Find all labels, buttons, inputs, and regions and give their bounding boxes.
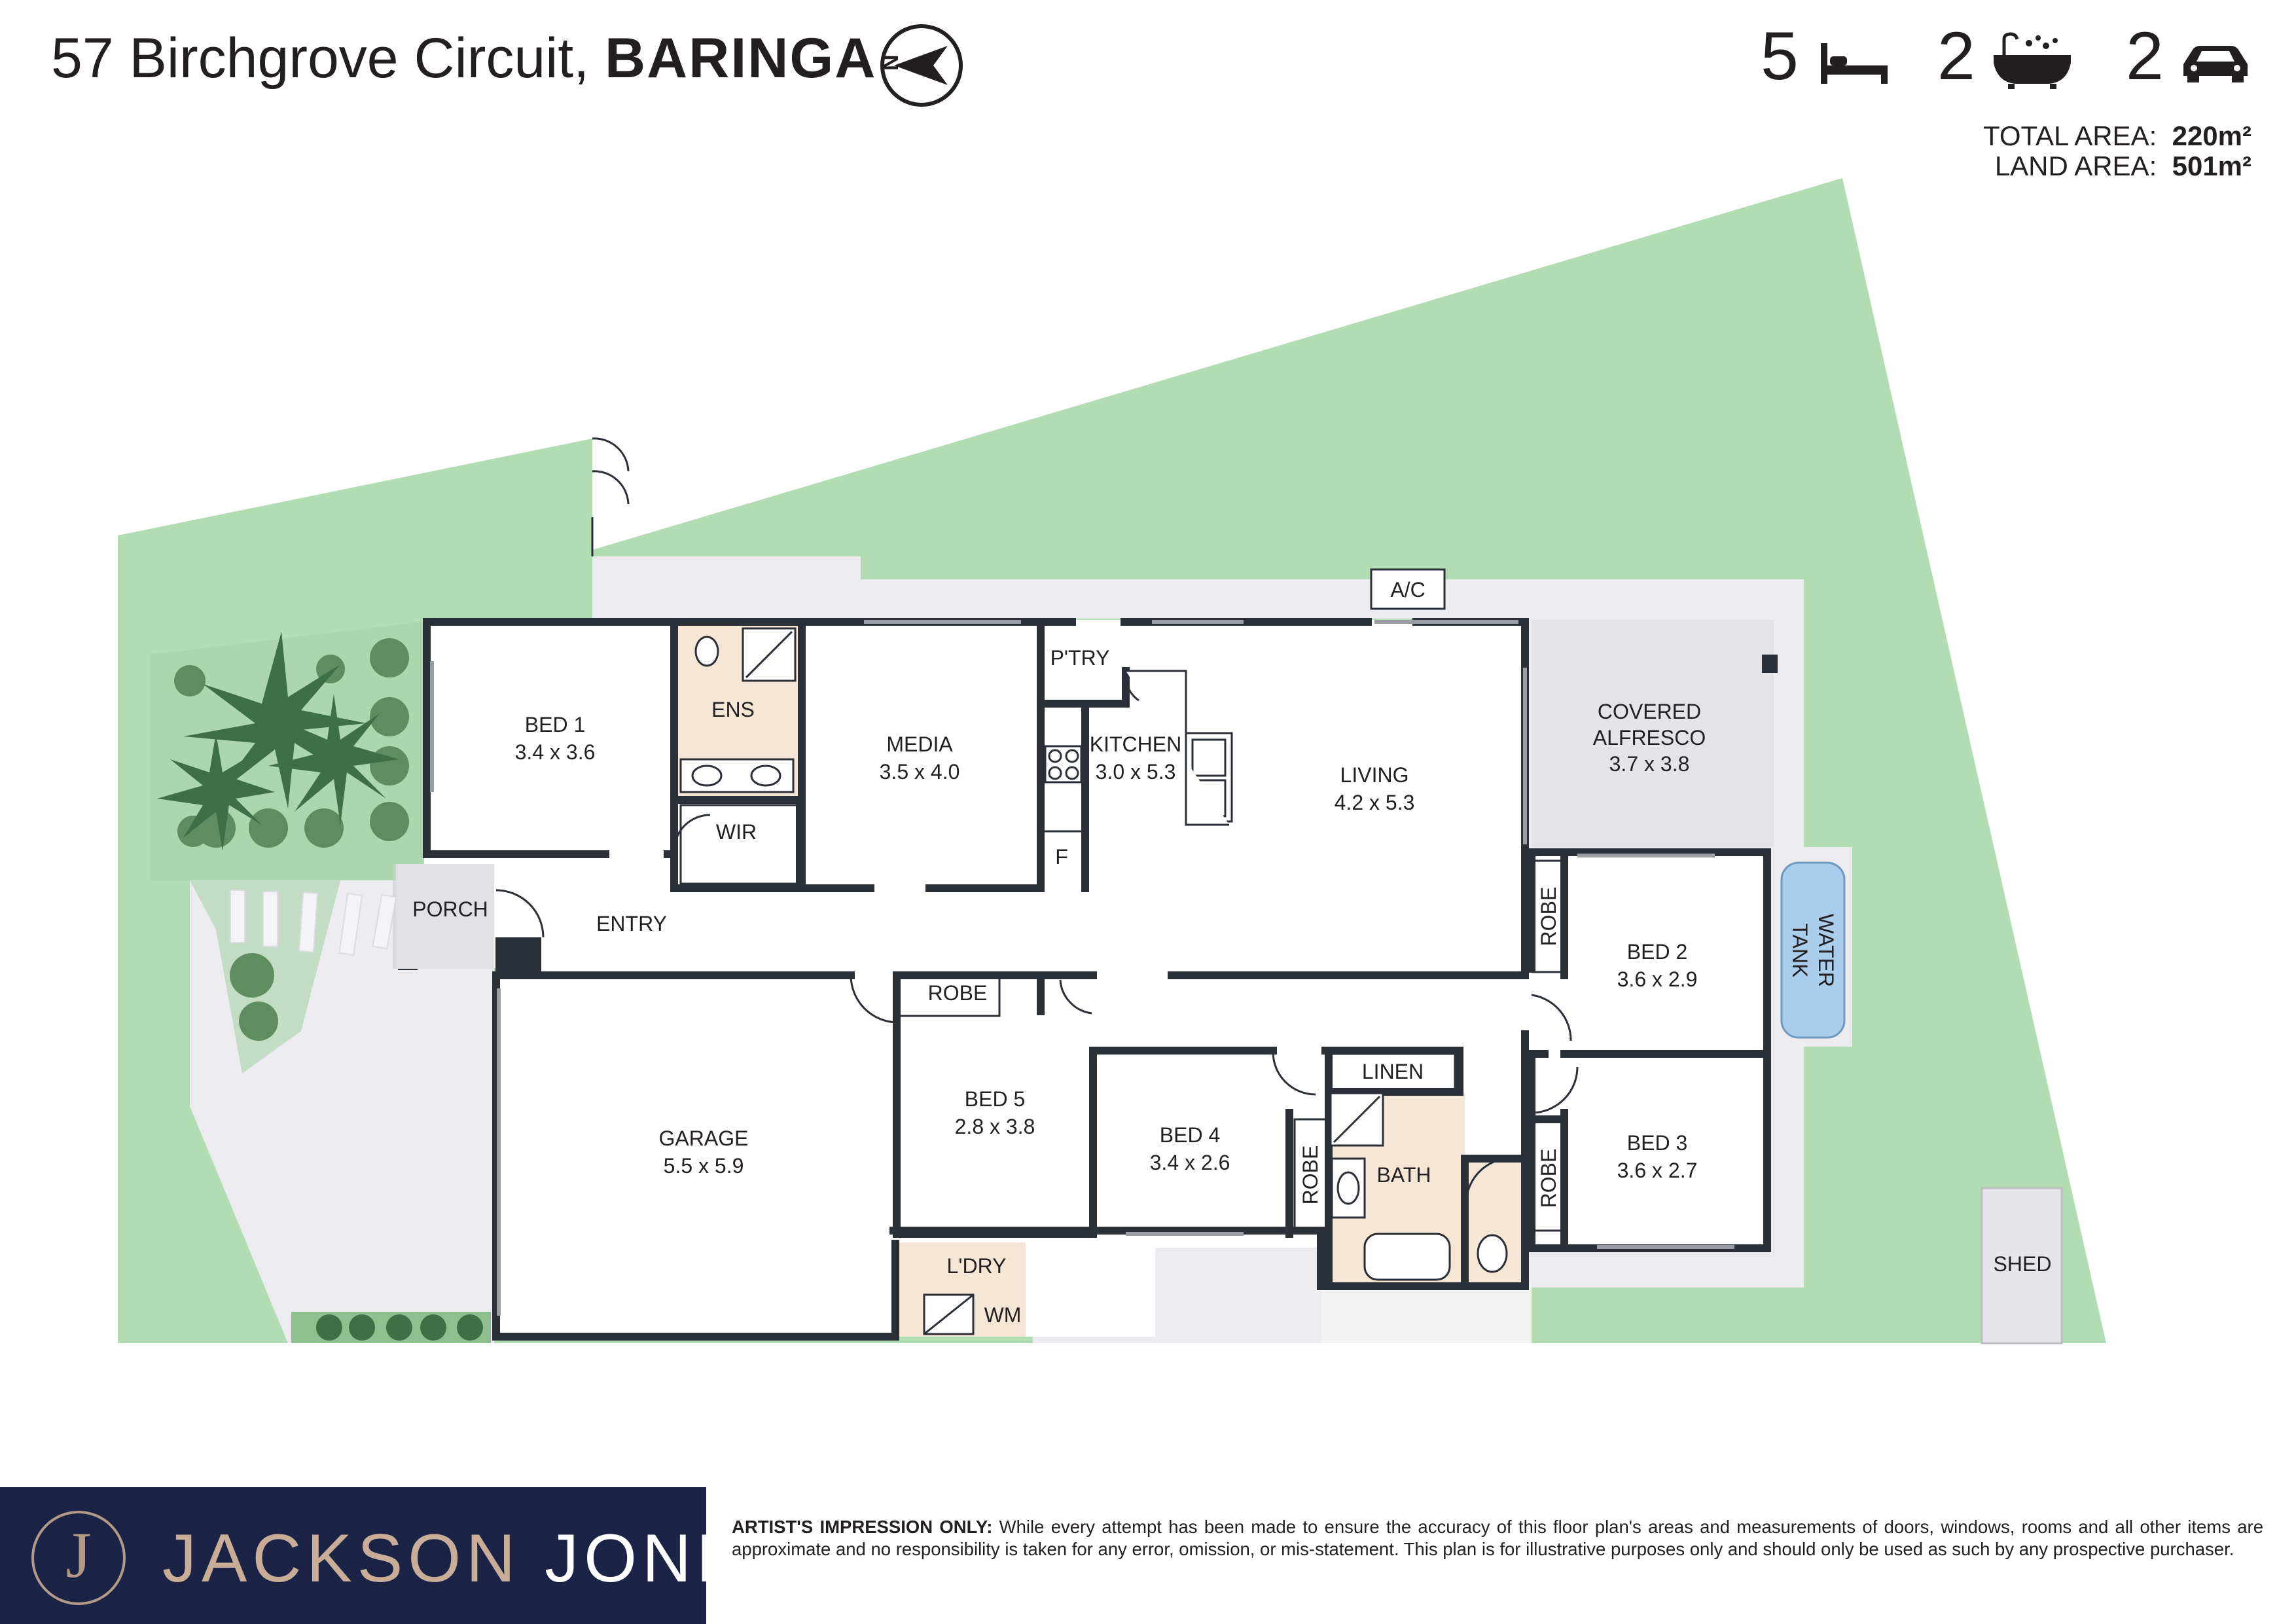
ensuite-fixtures <box>679 627 797 793</box>
disclaimer: ARTIST'S IMPRESSION ONLY: While every at… <box>732 1516 2263 1561</box>
water-tank-label-2: TANK <box>1788 924 1812 978</box>
bathroom-count: 2 <box>1937 18 1975 94</box>
svg-text:N: N <box>878 54 903 71</box>
bath-paving <box>1321 1283 1532 1343</box>
bed5-name: BED 5 <box>965 1087 1025 1111</box>
stepping-pavers <box>230 890 397 956</box>
bed4-robe-label: ROBE <box>1299 1146 1322 1205</box>
wir-label: WIR <box>716 820 757 844</box>
bed3-name: BED 3 <box>1627 1131 1687 1155</box>
disclaimer-body: While every attempt has been made to ens… <box>732 1517 2263 1559</box>
brand-name: JACKSON JONES <box>162 1520 798 1598</box>
alfresco-post <box>1762 655 1778 673</box>
brand-name-second: JONES <box>545 1521 798 1597</box>
media-name: MEDIA <box>886 732 953 756</box>
bed-icon <box>1818 41 1890 90</box>
windows <box>430 620 1734 1316</box>
shed-label: SHED <box>1994 1252 2052 1276</box>
living-size: 4.2 x 5.3 <box>1335 791 1415 814</box>
kitchen-fixtures <box>1044 670 1233 833</box>
alfresco-name-2: ALFRESCO <box>1593 726 1706 749</box>
porch-label: PORCH <box>412 897 488 921</box>
kitchen-size: 3.0 x 5.3 <box>1096 760 1176 784</box>
ac-unit <box>1370 568 1446 610</box>
bed1-name: BED 1 <box>525 713 585 736</box>
bed3-size: 3.6 x 2.7 <box>1617 1159 1698 1182</box>
garage-size: 5.5 x 5.9 <box>664 1154 744 1178</box>
alfresco-size: 3.7 x 3.8 <box>1609 752 1690 776</box>
palm-plants <box>157 632 399 851</box>
car-space-count: 2 <box>2126 18 2164 94</box>
bath-fixtures <box>923 1092 1508 1335</box>
media-size: 3.5 x 4.0 <box>880 760 960 784</box>
bed2-name: BED 2 <box>1627 940 1687 964</box>
linen-label: LINEN <box>1362 1060 1424 1083</box>
water-tank <box>1780 861 1846 1039</box>
bed2-size: 3.6 x 2.9 <box>1617 967 1698 991</box>
bed5-size: 2.8 x 3.8 <box>955 1115 1035 1138</box>
laundry-label: L'DRY <box>947 1254 1007 1278</box>
entry-label: ENTRY <box>596 912 667 935</box>
property-address: 57 Birchgrove Circuit, BARINGA <box>51 26 876 91</box>
north-compass-icon: N <box>876 20 967 115</box>
entry-pillar <box>495 937 541 977</box>
land-area-value: 501m² <box>2172 151 2251 181</box>
brand-name-first: JACKSON <box>162 1521 521 1597</box>
car-icon <box>2179 39 2251 88</box>
wet-area-tiles <box>672 625 1524 1337</box>
ensuite-label: ENS <box>711 698 755 721</box>
brand-logo-icon <box>31 1511 126 1605</box>
living-name: LIVING <box>1340 763 1409 787</box>
land-area: LAND AREA: 501m² <box>1994 151 2251 181</box>
ac-label: A/C <box>1390 578 1425 602</box>
bedroom-count: 5 <box>1761 18 1799 94</box>
pantry-label: P'TRY <box>1050 646 1110 670</box>
water-tank-label-1: WATER <box>1814 914 1838 987</box>
suburb-name: BARINGA <box>605 27 877 90</box>
robe-boxes <box>679 804 1566 1232</box>
washing-machine-label: WM <box>984 1303 1022 1327</box>
total-area: TOTAL AREA: 220m² <box>1982 120 2251 151</box>
alfresco-area <box>1532 620 1774 847</box>
bed3-robe-label: ROBE <box>1537 1149 1560 1208</box>
shed <box>1981 1187 2063 1344</box>
bed5-robe-label: ROBE <box>928 981 988 1005</box>
bed4-name: BED 4 <box>1160 1123 1220 1147</box>
alfresco-name-1: COVERED <box>1598 700 1701 723</box>
bathtub-icon <box>1990 31 2075 94</box>
bath-label: BATH <box>1377 1163 1431 1187</box>
kitchen-name: KITCHEN <box>1090 732 1181 756</box>
total-area-value: 220m² <box>2172 120 2251 151</box>
bed4-size: 3.4 x 2.6 <box>1150 1151 1230 1174</box>
disclaimer-lead: ARTIST'S IMPRESSION ONLY: <box>732 1517 993 1537</box>
garage-name: GARAGE <box>659 1127 749 1150</box>
bed1-size: 3.4 x 3.6 <box>515 740 596 764</box>
brand-logo-letter: J <box>65 1519 92 1591</box>
doors <box>495 437 1579 1205</box>
fridge-label: F <box>1055 845 1068 869</box>
bed2-robe-label: ROBE <box>1537 887 1560 947</box>
porch-area <box>396 864 494 969</box>
front-hedge <box>291 1312 491 1343</box>
street-address: 57 Birchgrove Circuit, <box>51 27 590 90</box>
